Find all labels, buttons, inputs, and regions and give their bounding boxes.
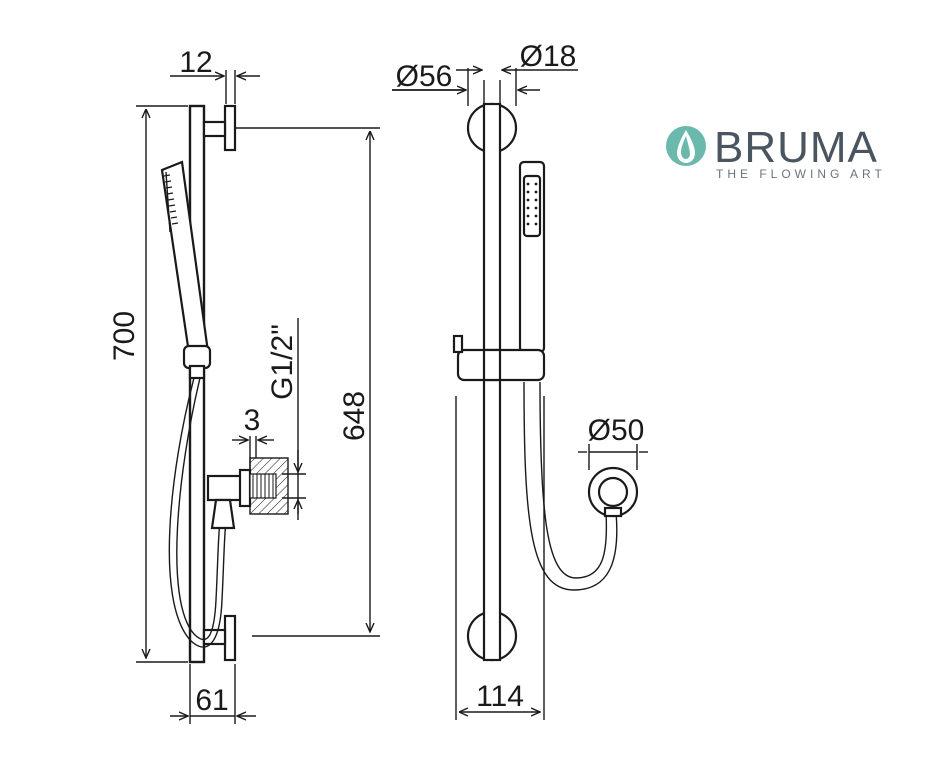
brand-name: BRUMA: [714, 123, 878, 172]
dim-700-label: 700: [108, 311, 141, 361]
hose-front-inner: [539, 381, 608, 579]
dim-rail-diameter-label: Ø56: [396, 60, 453, 93]
hand-shower-side: [160, 160, 212, 380]
dim-12-label: 12: [179, 46, 212, 79]
bottom-bracket-arm: [202, 628, 227, 646]
dim-thread-label: G1/2": [266, 324, 299, 400]
dim-3-label: 3: [244, 404, 261, 437]
front-view: Ø56 Ø18 Ø50 114: [392, 40, 648, 720]
slider-holder-front: [452, 334, 546, 382]
slide-bar-side: [188, 104, 206, 664]
wall-outlet-front: [587, 466, 639, 518]
slide-rail-front: [482, 102, 502, 662]
bottom-bracket-plate: [223, 614, 237, 662]
hose-side-outer: [168, 377, 227, 648]
hose-side-inner: [176, 377, 221, 641]
top-bracket-plate: [223, 104, 237, 152]
hand-shower-front: [518, 160, 546, 354]
top-bracket-arm: [202, 120, 227, 138]
side-view: 12 700 G1/2" 3 648 61: [108, 46, 380, 724]
dim-61-label: 61: [195, 684, 228, 717]
hose-front-outer: [523, 381, 618, 591]
brand-tagline: THE FLOWING ART: [716, 167, 886, 181]
wall-outlet-side: [206, 468, 252, 530]
brand-logo: BRUMA THE FLOWING ART: [666, 123, 886, 181]
water-drop-icon: [666, 126, 706, 166]
dim-114-label: 114: [476, 680, 524, 713]
wall-section: [249, 457, 289, 515]
dim-648-label: 648: [338, 391, 371, 441]
dim-outlet-diameter-label: Ø50: [588, 414, 645, 447]
dim-handle-diameter-label: Ø18: [520, 40, 577, 73]
